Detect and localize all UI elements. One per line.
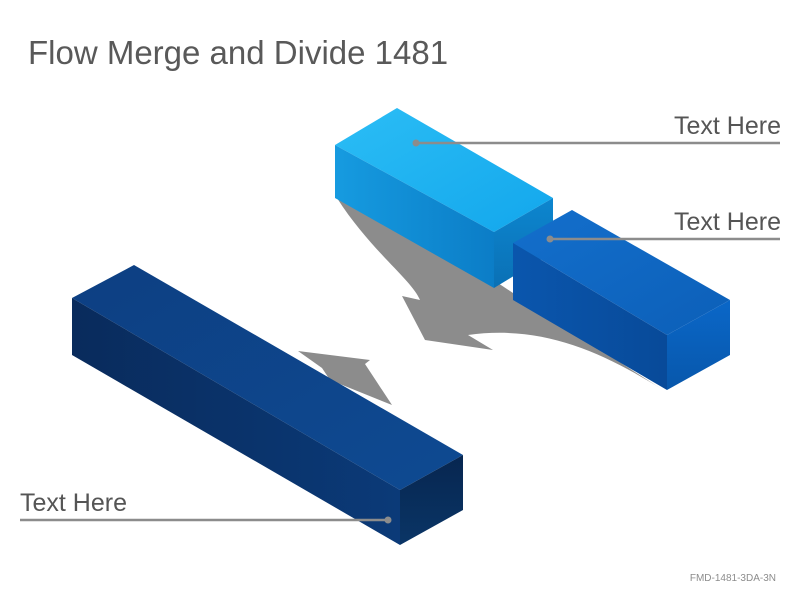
- footer-code: FMD-1481-3DA-3N: [689, 573, 776, 584]
- leader-line-top: [412, 139, 780, 147]
- label-bottom-block: Text Here: [20, 489, 127, 517]
- light-block-front: [335, 145, 494, 288]
- mid-block-top: [513, 210, 730, 335]
- dark-bar-top: [72, 265, 463, 490]
- page-title: Flow Merge and Divide 1481: [28, 34, 449, 71]
- medium-blue-block: [513, 210, 730, 390]
- dark-bar-front: [72, 298, 400, 545]
- mid-block-front: [513, 243, 667, 390]
- leader-line-bottom: [20, 516, 392, 524]
- mid-block-side: [667, 300, 730, 390]
- light-block-top: [335, 108, 553, 232]
- dark-blue-bar: [72, 265, 463, 545]
- leader-dot-middle: [546, 235, 554, 243]
- leader-line-middle: [546, 235, 780, 243]
- leader-dot-top: [412, 139, 420, 147]
- leader-dot-bottom: [384, 516, 392, 524]
- label-middle-block: Text Here: [674, 208, 781, 236]
- dark-bar-side: [400, 455, 463, 545]
- merge-arrow: [298, 351, 392, 405]
- label-top-block: Text Here: [674, 112, 781, 140]
- divide-arrow: [337, 198, 663, 390]
